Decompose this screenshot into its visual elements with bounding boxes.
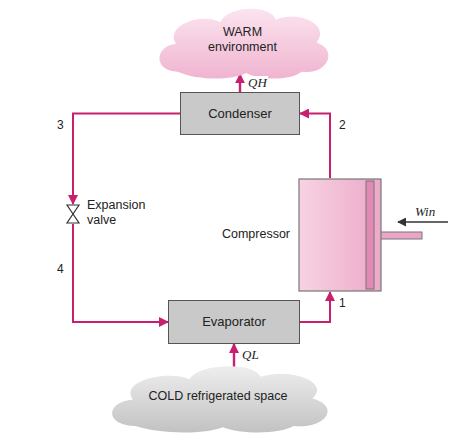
node-label: Expansion valve (87, 198, 153, 228)
cold-space-cloud: COLD refrigerated space (100, 360, 336, 432)
flow-arrow (300, 114, 330, 179)
flow-arrow (300, 292, 330, 322)
flow-arrow (233, 344, 235, 367)
heat-label: QH (247, 76, 268, 90)
node-label: Evaporator (202, 314, 266, 330)
state-number: 1 (338, 296, 347, 310)
node-label: COLD refrigerated space (149, 389, 288, 404)
warm-environment-cloud: WARM environment (150, 2, 335, 78)
flow-arrow (73, 114, 180, 205)
cylinder-body (299, 179, 381, 291)
cylinder-symbol (298, 178, 382, 292)
cloud-outline (159, 9, 328, 79)
expansion-valve: Expansion valve (66, 204, 80, 224)
valve-triangle (67, 205, 79, 214)
compressor-cylinder: Compressor (298, 178, 382, 292)
heat-label: QL (241, 348, 260, 362)
flow-arrow (73, 224, 168, 322)
state-number: 2 (338, 118, 347, 132)
node-label: Compressor (222, 227, 290, 242)
piston (366, 181, 374, 289)
valve-symbol (66, 204, 80, 224)
state-number: 3 (56, 118, 65, 132)
condenser-box: Condenser (180, 92, 300, 135)
node-label: Condenser (208, 106, 272, 122)
work-label: Win (414, 204, 436, 220)
state-number: 4 (56, 262, 65, 276)
cloud-outline (112, 366, 327, 432)
work-input-arrow (398, 221, 448, 223)
evaporator-box: Evaporator (168, 300, 300, 344)
node-label: WARM environment (195, 25, 291, 55)
flow-arrow (239, 74, 241, 92)
valve-triangle (67, 214, 79, 223)
